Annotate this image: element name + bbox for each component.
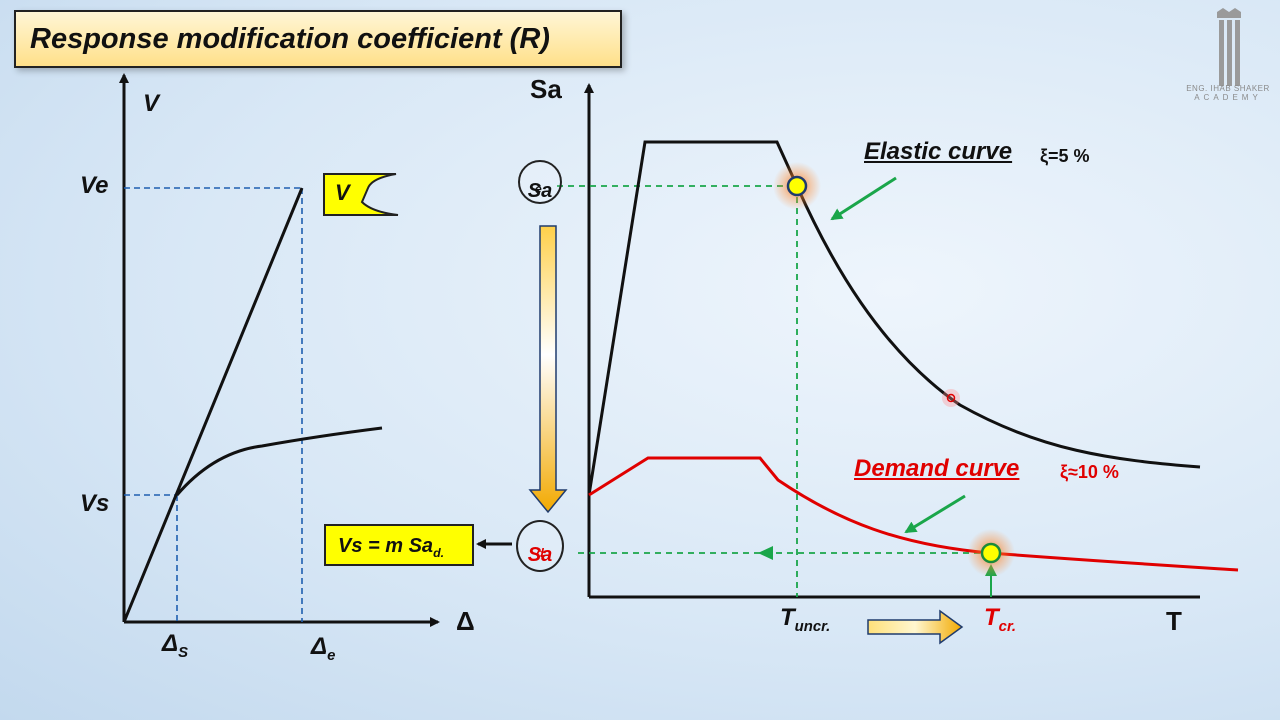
demand-point (980, 542, 1002, 564)
t-shift-arrow (867, 609, 964, 645)
ve-partial-box (323, 173, 399, 216)
right-plot (557, 83, 1239, 599)
demand-pointer-arrow (904, 494, 966, 534)
elastic-response-line (122, 187, 304, 623)
page-title: Response modification coefficient (R) (30, 23, 550, 55)
cursor-dot-glow (942, 389, 960, 407)
sae-sub: e. (534, 182, 546, 196)
logo-name: ENG. IHAB SHAKER (1186, 84, 1270, 93)
sae-main: Sa (527, 180, 553, 202)
elastic-curve (587, 140, 1201, 496)
logo-text: ENG. IHAB SHAKER ACADEMY (1176, 84, 1280, 102)
formula-sub: d. (433, 546, 445, 560)
vs-label: Vs (80, 490, 110, 517)
right-y-axis-label: Sa (530, 74, 562, 104)
academy-logo-icon (1217, 8, 1241, 86)
ve-partial-label: V (335, 180, 350, 205)
sad-sub: d (536, 546, 544, 560)
demand-curve-label: Demand curve (854, 455, 1020, 482)
logo-subname: ACADEMY (1194, 93, 1262, 102)
sad-guide-arrowhead (758, 546, 773, 560)
left-x-axis-label: Δ (456, 606, 475, 636)
t-cr-main: T (984, 604, 999, 631)
delta-e-label: Δe (311, 633, 335, 664)
delta-s-symbol: Δ (162, 630, 179, 657)
t-cr-sub: cr. (998, 618, 1017, 635)
formula-main: Vs = m Sa (338, 535, 434, 557)
delta-s-sub: S (178, 644, 189, 661)
vs-formula-box: Vs = m Sad. (324, 524, 474, 566)
t-cr-label: Tcr. (984, 604, 1016, 635)
elastic-pointer-arrow (830, 176, 897, 221)
sae-to-sad-arrow (528, 225, 568, 514)
t-uncr-label: Tuncr. (780, 604, 830, 635)
delta-s-label: ΔS (162, 630, 188, 661)
t-uncr-main: T (780, 604, 795, 631)
elastic-damping-label: ξ=5 % (1040, 146, 1090, 166)
left-plot (119, 73, 440, 627)
right-x-axis-label: T (1166, 606, 1182, 636)
inelastic-response-curve (175, 426, 383, 496)
title-box: Response modification coefficient (R) (14, 10, 622, 68)
ve-label: Ve (80, 172, 109, 199)
t-uncr-sub: uncr. (794, 618, 831, 635)
left-y-axis-label: V (143, 90, 160, 117)
elastic-curve-label: Elastic curve (864, 138, 1013, 165)
delta-e-sub: e (327, 647, 336, 664)
sad-main: Sa (527, 544, 553, 566)
delta-e-symbol: Δ (311, 633, 328, 660)
demand-damping-label: ξ≈10 % (1060, 462, 1119, 482)
elastic-point (786, 175, 808, 197)
vs-formula-text: Vs = m Sad. (338, 535, 444, 560)
cursor-dot (946, 393, 956, 403)
